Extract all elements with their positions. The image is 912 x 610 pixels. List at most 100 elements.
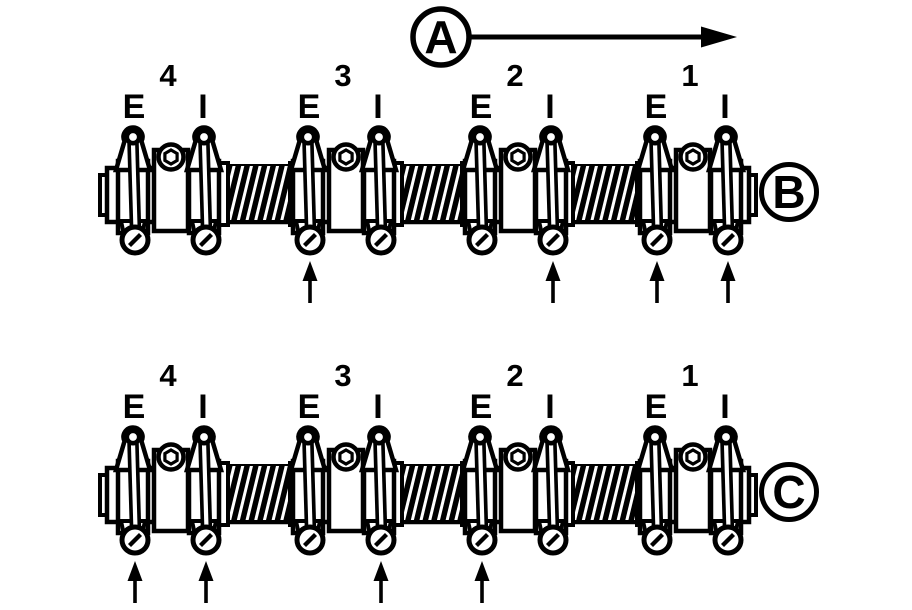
screw-slot [474, 532, 490, 548]
cylinder-number: 4 [159, 58, 177, 93]
screw-slot [373, 232, 389, 248]
adjust-arrow [198, 561, 214, 603]
view-label-circle [759, 462, 819, 522]
view-label: B [772, 166, 805, 218]
valve-label: I [198, 388, 207, 426]
pivot-eye [370, 428, 388, 446]
cylinder-number: 1 [681, 358, 698, 393]
cylinder-number: 3 [334, 358, 351, 393]
adjust-arrow [649, 261, 665, 303]
bolt-hex-head [510, 148, 526, 166]
screw-slot [474, 232, 490, 248]
screw-slot [649, 532, 665, 548]
pedestal-bolt [678, 442, 708, 472]
adjust-arrow [720, 261, 736, 303]
view-label: C [772, 466, 805, 518]
pivot-eye [471, 428, 489, 446]
screw-slot [649, 232, 665, 248]
valve-label: I [373, 88, 382, 126]
screw-slot [720, 232, 736, 248]
valve-label: E [123, 388, 146, 426]
rocker-arm [183, 125, 225, 256]
cylinder-group-1: E I1 [634, 58, 747, 303]
pedestal-bolt [156, 142, 186, 172]
cylinder-number: 4 [159, 358, 177, 393]
rocker-arm [634, 125, 676, 256]
adjust-arrow [545, 261, 561, 303]
view-label-circle [759, 162, 819, 222]
rocker-arm [459, 425, 501, 556]
pivot-eye [299, 428, 317, 446]
rocker-arm [358, 125, 400, 256]
cylinder-number: 3 [334, 58, 351, 93]
pivot-eye [542, 128, 560, 146]
pedestal-bolt [503, 142, 533, 172]
rocker-arm [530, 125, 572, 256]
valve-label: I [545, 88, 554, 126]
valve-label: E [470, 388, 493, 426]
pivot-eye [299, 128, 317, 146]
cylinder-group-4: E I4 [112, 358, 225, 603]
cylinder-number: 1 [681, 58, 698, 93]
adjust-arrow [474, 561, 490, 603]
screw-slot [720, 532, 736, 548]
rocker-arm [112, 425, 154, 556]
rocker-arm [459, 125, 501, 256]
adjust-arrow [373, 561, 389, 603]
direction-arrow-head [701, 26, 737, 48]
valve-label: E [645, 88, 668, 126]
rocker-arm [705, 125, 747, 256]
pivot-eye [195, 428, 213, 446]
rocker-arm [358, 425, 400, 556]
pivot-eye [646, 128, 664, 146]
valve-label: I [545, 388, 554, 426]
screw-slot [545, 532, 561, 548]
cylinder-group-2: E I2 [459, 358, 572, 603]
direction-label: A [424, 11, 457, 63]
valve-label: E [470, 88, 493, 126]
bolt-hex-head [685, 148, 701, 166]
screw-slot [127, 232, 143, 248]
cylinder-number: 2 [506, 358, 523, 393]
rocker-arm [634, 425, 676, 556]
direction-label-circle [410, 6, 472, 68]
direction-indicator: A [410, 6, 737, 68]
pedestal-bolt [156, 442, 186, 472]
pivot-eye [195, 128, 213, 146]
bolt-hex-head [685, 448, 701, 466]
bolt-hex-head [510, 448, 526, 466]
rocker-arm [183, 425, 225, 556]
pivot-eye [124, 428, 142, 446]
valve-label: I [720, 88, 729, 126]
screw-slot [127, 532, 143, 548]
rocker-arm [705, 425, 747, 556]
pivot-eye [542, 428, 560, 446]
adjust-arrow [127, 561, 143, 603]
screw-slot [198, 232, 214, 248]
screw-slot [198, 532, 214, 548]
adjust-arrow [302, 261, 318, 303]
pivot-eye [471, 128, 489, 146]
bolt-hex-head [338, 148, 354, 166]
rocker-arm [287, 125, 329, 256]
pedestal-bolt [678, 142, 708, 172]
valve-label: E [645, 388, 668, 426]
pivot-eye [124, 128, 142, 146]
pedestal-bolt [503, 442, 533, 472]
pivot-eye [717, 128, 735, 146]
valve-label: I [373, 388, 382, 426]
bolt-hex-head [163, 148, 179, 166]
screw-slot [302, 232, 318, 248]
pivot-eye [646, 428, 664, 446]
rocker-arm [287, 425, 329, 556]
pedestal-bolt [331, 442, 361, 472]
rocker-arm [112, 125, 154, 256]
